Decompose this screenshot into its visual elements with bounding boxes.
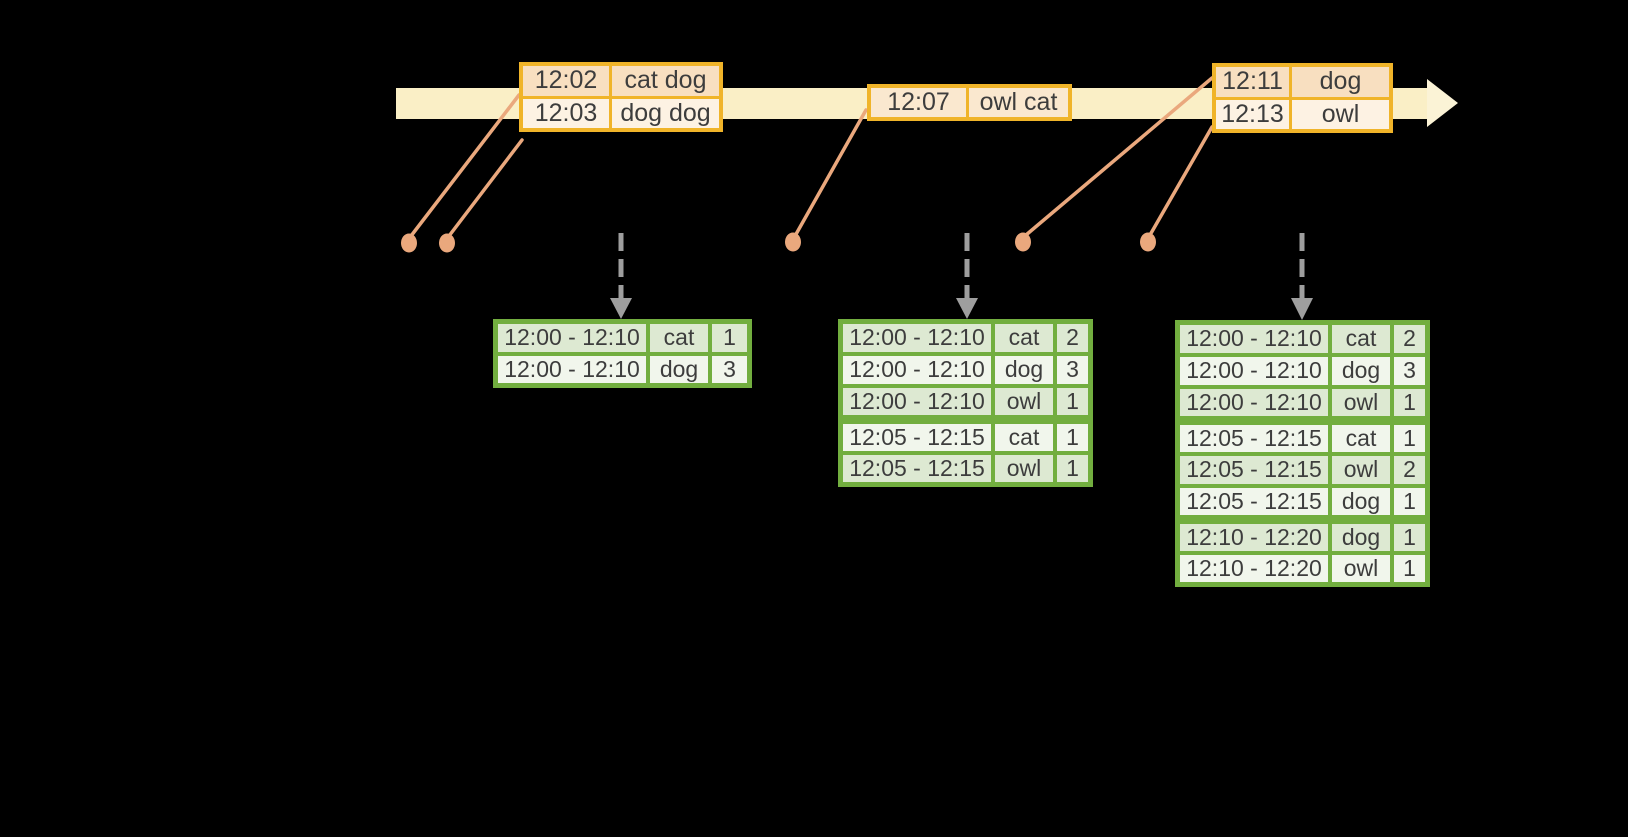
- time-cell: 12:13: [1212, 96, 1292, 133]
- count-cell: 3: [708, 351, 752, 388]
- window-cell: 12:05 - 12:15: [838, 414, 995, 455]
- window-cell: 12:00 - 12:10: [838, 351, 995, 388]
- count-cell: 1: [1390, 415, 1430, 456]
- trigger-arrow-icon: [956, 233, 978, 319]
- word-cell: dog: [1328, 514, 1394, 555]
- window-cell: 12:10 - 12:20: [1175, 514, 1332, 555]
- event-connector-line: [447, 138, 524, 238]
- count-cell: 1: [1053, 414, 1093, 455]
- event-dot: [401, 233, 417, 253]
- words-cell: dog dog: [609, 95, 723, 132]
- count-cell: 1: [1390, 550, 1430, 587]
- time-cell: 12:07: [867, 84, 969, 121]
- word-cell: cat: [1328, 415, 1394, 456]
- event-dot: [785, 232, 801, 252]
- count-cell: 1: [1053, 383, 1093, 421]
- event-connector-line: [1148, 125, 1214, 237]
- count-cell: 1: [708, 319, 752, 356]
- word-cell: cat: [646, 319, 712, 356]
- window-cell: 12:00 - 12:10: [1175, 320, 1332, 357]
- window-cell: 12:05 - 12:15: [1175, 451, 1332, 488]
- word-cell: owl: [1328, 550, 1394, 587]
- window-cell: 12:00 - 12:10: [1175, 384, 1332, 422]
- time-cell: 12:02: [519, 62, 612, 99]
- word-cell: owl: [1328, 384, 1394, 422]
- window-cell: 12:00 - 12:10: [1175, 352, 1332, 389]
- count-cell: 2: [1053, 319, 1093, 356]
- count-cell: 1: [1390, 483, 1430, 521]
- word-cell: cat: [991, 319, 1057, 356]
- window-cell: 12:05 - 12:15: [1175, 483, 1332, 521]
- word-cell: dog: [1328, 483, 1394, 521]
- time-cell: 12:11: [1212, 63, 1292, 100]
- count-cell: 3: [1390, 352, 1430, 389]
- count-cell: 1: [1390, 384, 1430, 422]
- word-cell: dog: [1328, 352, 1394, 389]
- word-cell: owl: [991, 383, 1057, 421]
- time-cell: 12:03: [519, 95, 612, 132]
- window-cell: 12:00 - 12:10: [838, 383, 995, 421]
- word-cell: owl: [991, 450, 1057, 487]
- trigger-arrow-icon: [610, 233, 632, 319]
- event-connector-line: [409, 93, 521, 238]
- count-cell: 2: [1390, 451, 1430, 488]
- window-cell: 12:00 - 12:10: [838, 319, 995, 356]
- words-cell: owl: [1289, 96, 1393, 133]
- words-cell: owl cat: [966, 84, 1072, 121]
- event-dot: [439, 233, 455, 253]
- trigger-arrow-icon: [1291, 233, 1313, 320]
- count-cell: 1: [1390, 514, 1430, 555]
- word-cell: dog: [991, 351, 1057, 388]
- event-dot: [1015, 232, 1031, 252]
- word-cell: cat: [1328, 320, 1394, 357]
- word-cell: owl: [1328, 451, 1394, 488]
- timeline-arrowhead: [1427, 79, 1458, 127]
- word-cell: dog: [646, 351, 712, 388]
- window-cell: 12:00 - 12:10: [493, 319, 650, 356]
- event-connector-line: [1024, 76, 1214, 237]
- count-cell: 2: [1390, 320, 1430, 357]
- count-cell: 1: [1053, 450, 1093, 487]
- event-dot: [1140, 232, 1156, 252]
- count-cell: 3: [1053, 351, 1093, 388]
- window-cell: 12:10 - 12:20: [1175, 550, 1332, 587]
- window-cell: 12:05 - 12:15: [1175, 415, 1332, 456]
- window-cell: 12:05 - 12:15: [838, 450, 995, 487]
- words-cell: dog: [1289, 63, 1393, 100]
- words-cell: cat dog: [609, 62, 723, 99]
- window-cell: 12:00 - 12:10: [493, 351, 650, 388]
- word-cell: cat: [991, 414, 1057, 455]
- event-connector-line: [793, 108, 868, 238]
